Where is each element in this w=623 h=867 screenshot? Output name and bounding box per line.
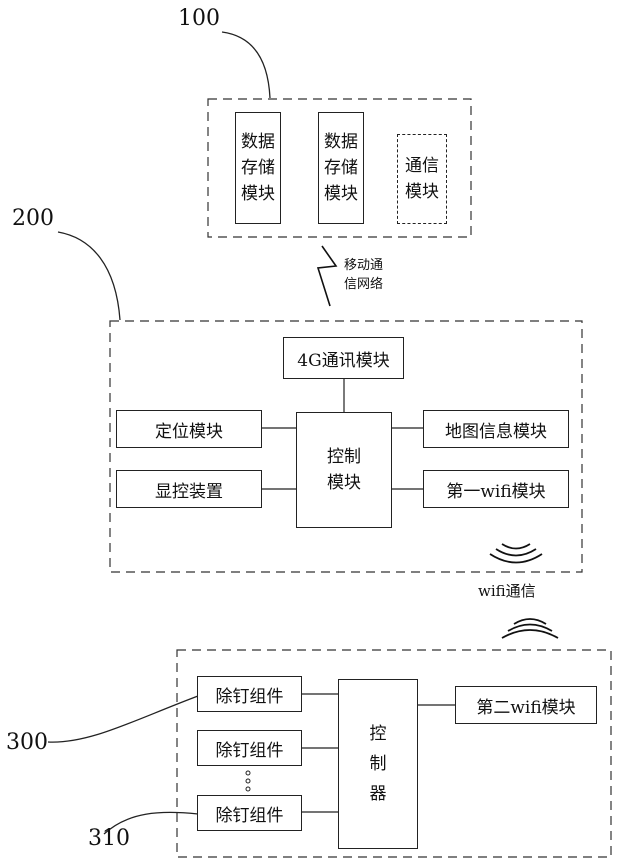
mobile-network-label: 移动通 信网络 [344, 256, 383, 294]
controller-line2: 制 [370, 749, 387, 779]
wifi-signal-icon-lower [502, 619, 558, 638]
network-line1: 移动通 [344, 256, 383, 275]
storage2-line2: 存储 [324, 155, 358, 181]
ref-label-100: 100 [178, 6, 220, 31]
storage1-line3: 模块 [241, 181, 275, 207]
wifi-module-2: 第二wifi模块 [455, 686, 597, 724]
comm-line1: 通信 [405, 153, 439, 179]
wifi-signal-icon-upper [490, 544, 542, 563]
data-storage-module-2: 数据 存储 模块 [318, 112, 364, 224]
storage2-line1: 数据 [324, 129, 358, 155]
controller-line1: 控 [370, 719, 387, 749]
ellipsis-dot [246, 779, 250, 783]
controller-line3: 器 [370, 779, 387, 809]
communication-module: 通信 模块 [397, 134, 447, 224]
storage1-line1: 数据 [241, 129, 275, 155]
storage1-line2: 存储 [241, 155, 275, 181]
map-info-module: 地图信息模块 [423, 410, 569, 448]
module-4g-communication: 4G通讯模块 [283, 337, 404, 379]
comm-line2: 模块 [405, 179, 439, 205]
data-storage-module-1: 数据 存储 模块 [235, 112, 281, 224]
positioning-module: 定位模块 [116, 410, 262, 448]
leader-200 [58, 232, 120, 320]
nail-remover-component-1: 除钉组件 [197, 676, 302, 712]
ref-label-310: 310 [88, 826, 130, 851]
nail-remover-component-3: 除钉组件 [197, 795, 302, 831]
ellipsis-dot [246, 787, 250, 791]
display-control-device: 显控装置 [116, 470, 262, 508]
wifi-communication-label: wifi通信 [478, 582, 536, 601]
storage2-line3: 模块 [324, 181, 358, 207]
control-module: 控制 模块 [296, 412, 392, 528]
ref-label-200: 200 [12, 206, 54, 231]
controller: 控 制 器 [338, 679, 418, 849]
nail-remover-component-2: 除钉组件 [197, 730, 302, 766]
wifi-module-1: 第一wifi模块 [423, 470, 569, 508]
ref-label-300: 300 [6, 730, 48, 755]
control-line2: 模块 [327, 470, 361, 496]
ellipsis-dot [246, 771, 250, 775]
leader-100 [222, 32, 270, 98]
leader-300 [48, 696, 198, 742]
network-line2: 信网络 [344, 275, 383, 294]
lightning-icon [318, 246, 336, 306]
control-line1: 控制 [327, 444, 361, 470]
